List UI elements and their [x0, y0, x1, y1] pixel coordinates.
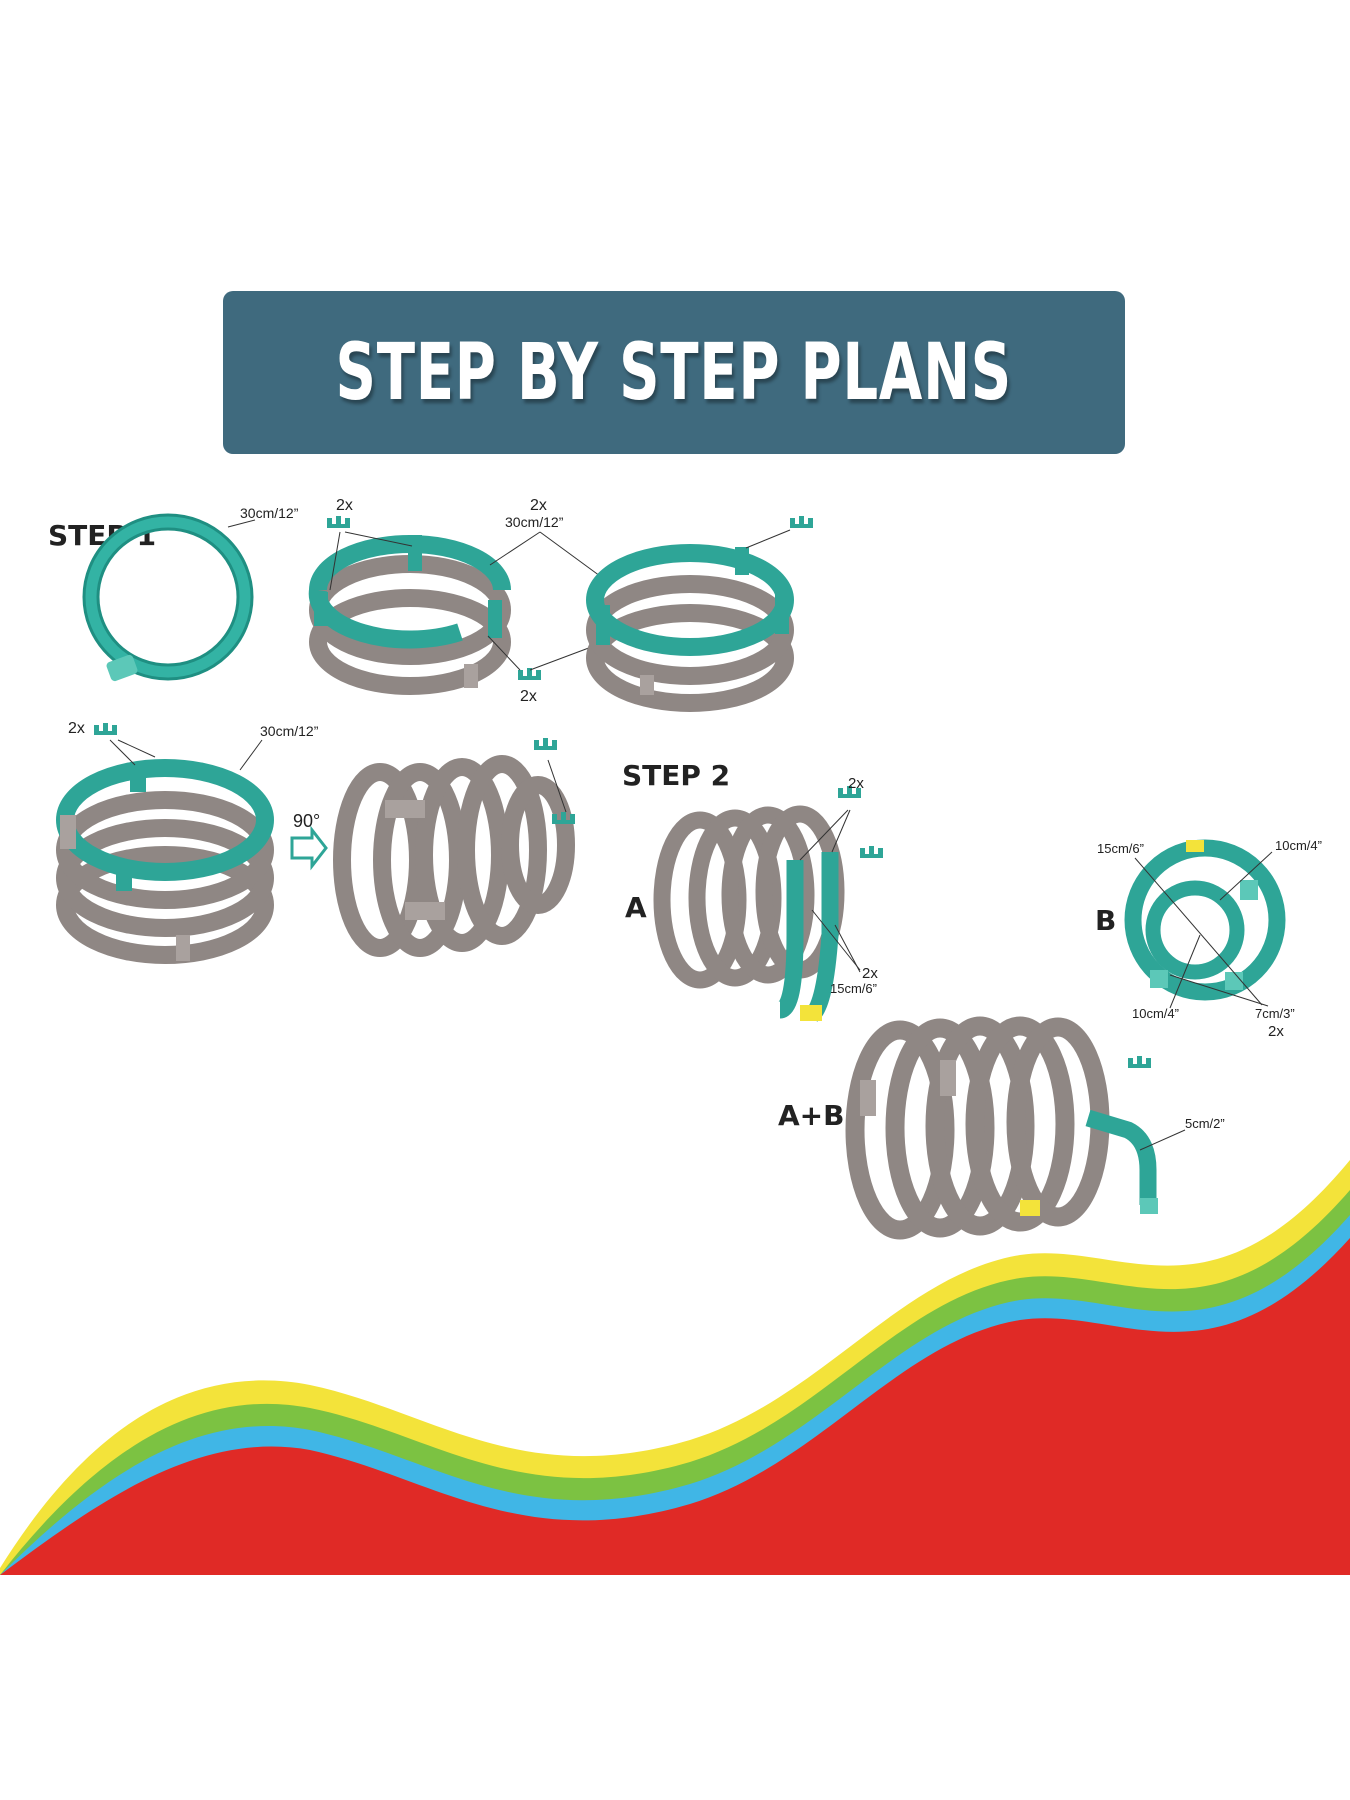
- clip-icon: [94, 723, 117, 735]
- rotate-arrow-icon: [290, 825, 328, 871]
- label-b: B: [1095, 904, 1116, 937]
- clip-icon: [327, 516, 350, 528]
- label-b-top-left: 15cm/6”: [1097, 841, 1144, 856]
- title-banner: STEP BY STEP PLANS: [223, 291, 1125, 454]
- teal-tube: [777, 860, 804, 1019]
- clip-icon: [1128, 1056, 1151, 1068]
- yellow-connector: [800, 1005, 822, 1021]
- assembly-b: [1124, 839, 1286, 1001]
- clip-icon: [534, 738, 557, 750]
- label-b-top-right: 10cm/4”: [1275, 838, 1322, 853]
- ring-stack-four: [56, 759, 274, 964]
- ring-stack-two: [308, 535, 511, 695]
- label-clip-qty-s1b: 2x: [68, 720, 85, 737]
- label-b-bottom-right: 7cm/3”: [1255, 1006, 1295, 1021]
- assembly-a: [653, 805, 845, 989]
- teal-tube: [1085, 1109, 1157, 1205]
- assembly-ab: [845, 1016, 1110, 1240]
- connector: [940, 1060, 956, 1096]
- label-a: A: [625, 891, 647, 924]
- single-ring: [82, 513, 254, 682]
- label-clip-qty-bottom: 2x: [520, 688, 537, 705]
- label-b-bottom-qty: 2x: [1268, 1023, 1284, 1040]
- connector: [860, 1080, 876, 1116]
- clip-icon: [790, 516, 813, 528]
- label-a-tube-len: 15cm/6”: [830, 981, 877, 996]
- clip-icon: [860, 846, 883, 858]
- connector: [405, 902, 445, 920]
- rotated-coil: [333, 755, 575, 957]
- clip-icon: [518, 668, 541, 680]
- label-ring-length-2: 30cm/12”: [505, 514, 564, 530]
- label-a-tube-qty: 2x: [862, 965, 878, 982]
- yellow-connector: [1020, 1200, 1040, 1216]
- label-ring-qty: 2x: [530, 497, 547, 514]
- label-ab: A+B: [778, 1099, 844, 1132]
- label-rotate: 90°: [293, 811, 320, 831]
- label-ab-tube-len: 5cm/2”: [1185, 1116, 1225, 1131]
- label-clip-qty-top: 2x: [336, 497, 353, 514]
- step2-label: STEP 2: [622, 759, 730, 792]
- label-ring-length-s1b: 30cm/12”: [260, 723, 319, 739]
- page-title: STEP BY STEP PLANS: [335, 327, 1013, 418]
- decorative-wave: [0, 1160, 1350, 1575]
- teal-tube: [805, 852, 839, 1022]
- ring-stack-three: [586, 544, 794, 712]
- connector: [385, 800, 425, 818]
- connector: [1140, 1198, 1158, 1214]
- label-a-clip-qty: 2x: [848, 775, 864, 792]
- label-ring-length: 30cm/12”: [240, 505, 299, 521]
- label-b-bottom-left: 10cm/4”: [1132, 1006, 1179, 1021]
